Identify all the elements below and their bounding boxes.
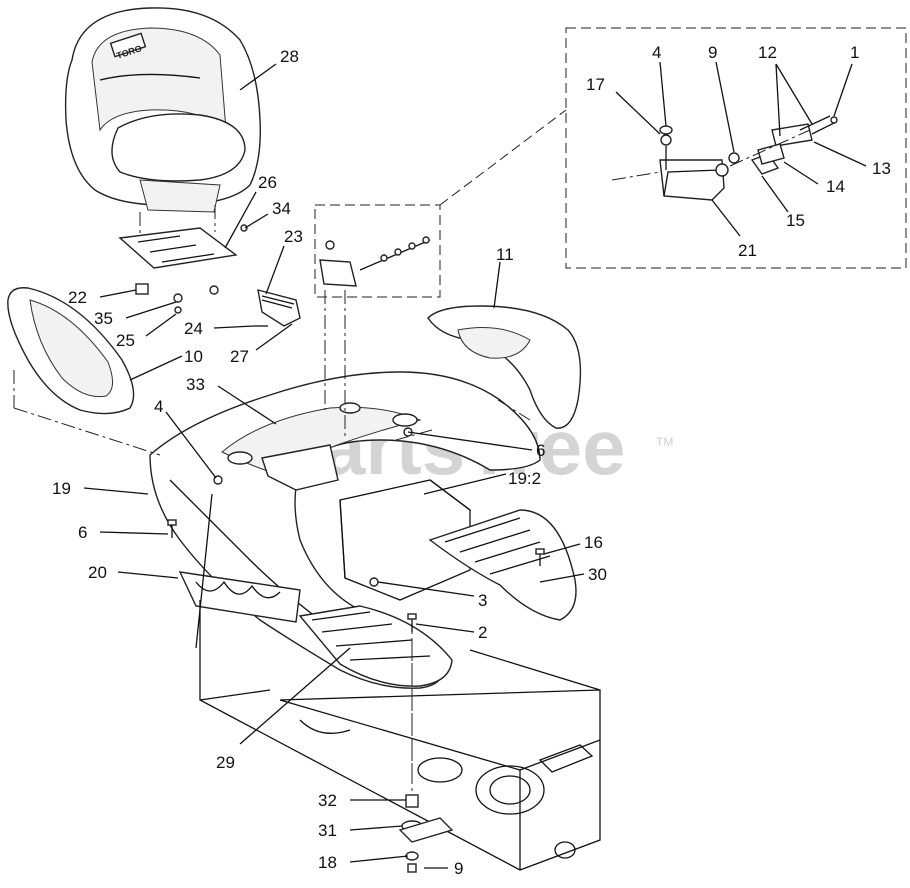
callout-16: 16 bbox=[584, 533, 603, 552]
callout-19-2: 19:2 bbox=[508, 469, 541, 488]
inset-bracket-assembly bbox=[611, 115, 838, 201]
foot-pad-left bbox=[298, 605, 453, 687]
leader-lines bbox=[83, 61, 867, 869]
callout-12: 12 bbox=[758, 43, 777, 62]
callout-17: 17 bbox=[586, 75, 605, 94]
callout-14: 14 bbox=[826, 177, 845, 196]
callout-18: 18 bbox=[318, 853, 337, 872]
callout-6-right: 6 bbox=[536, 441, 545, 460]
callout-2: 2 bbox=[478, 623, 487, 642]
foot-pad-right bbox=[428, 509, 577, 621]
callout-32: 32 bbox=[318, 791, 337, 810]
callout-21: 21 bbox=[738, 241, 757, 260]
detail-source-box bbox=[314, 204, 441, 298]
callout-31: 31 bbox=[318, 821, 337, 840]
seat-plate bbox=[118, 205, 238, 269]
callout-4-inset: 4 bbox=[652, 43, 661, 62]
callout-33: 33 bbox=[186, 375, 205, 394]
callout-15: 15 bbox=[786, 211, 805, 230]
callout-20: 20 bbox=[88, 563, 107, 582]
callout-22: 22 bbox=[68, 288, 87, 307]
callout-11: 11 bbox=[496, 245, 514, 264]
inset-link-line bbox=[439, 109, 567, 206]
callout-23: 23 bbox=[284, 227, 303, 246]
callout-10: 10 bbox=[184, 347, 203, 366]
callout-25: 25 bbox=[116, 331, 135, 350]
callout-27: 27 bbox=[230, 347, 249, 366]
bracket-20 bbox=[178, 571, 301, 623]
callout-1: 1 bbox=[850, 43, 859, 62]
fender-pad-right bbox=[427, 305, 582, 429]
fender-pad-left bbox=[7, 287, 135, 415]
alignment-lines bbox=[13, 290, 531, 780]
callout-13: 13 bbox=[872, 159, 891, 178]
callout-6-left: 6 bbox=[78, 523, 87, 542]
bracket-20-wave bbox=[195, 580, 281, 599]
callout-4-main: 4 bbox=[154, 397, 163, 416]
callout-28: 28 bbox=[280, 47, 299, 66]
source-box-hardware bbox=[319, 236, 431, 287]
callout-29: 29 bbox=[216, 753, 235, 772]
callout-9-bottom: 9 bbox=[454, 859, 463, 878]
callout-labels: 28 26 34 23 22 35 25 24 27 10 33 4 19 6 … bbox=[52, 43, 891, 878]
seat-hardware bbox=[135, 224, 301, 327]
callout-30: 30 bbox=[588, 565, 607, 584]
callout-3: 3 bbox=[478, 591, 487, 610]
callout-24: 24 bbox=[184, 319, 203, 338]
detail-inset-box bbox=[565, 27, 907, 269]
seat-bracket bbox=[261, 444, 339, 491]
watermark-tm: TM bbox=[656, 435, 673, 449]
callout-9-inset: 9 bbox=[708, 43, 717, 62]
callout-35: 35 bbox=[94, 309, 113, 328]
seat: TORO bbox=[64, 7, 261, 213]
callout-19: 19 bbox=[52, 479, 71, 498]
tractor-frame bbox=[199, 600, 601, 871]
seat-badge-plate bbox=[109, 32, 147, 58]
callout-34: 34 bbox=[272, 199, 291, 218]
callout-26: 26 bbox=[258, 173, 277, 192]
